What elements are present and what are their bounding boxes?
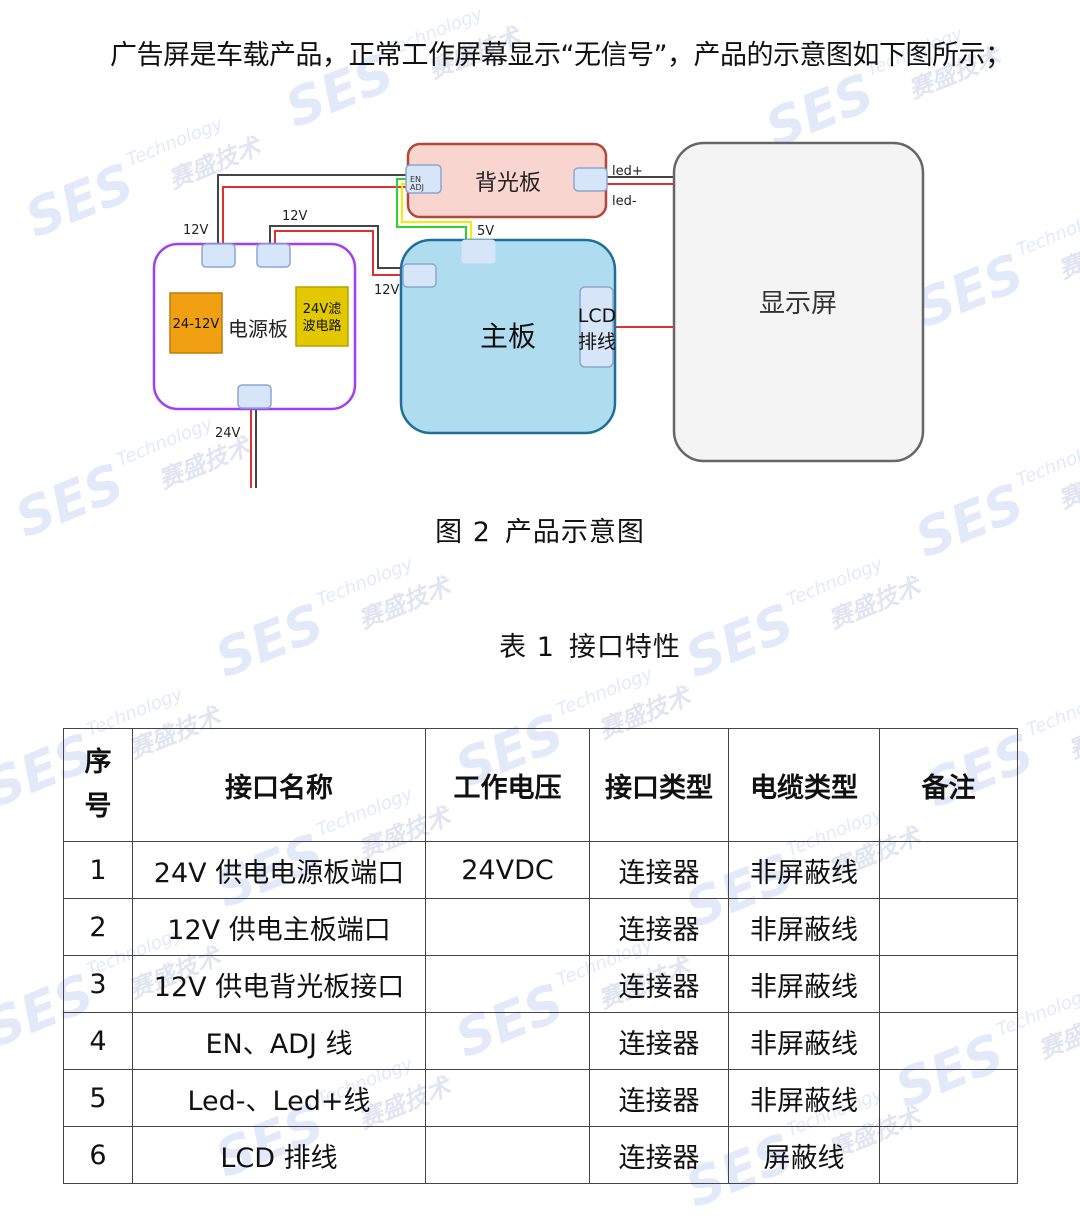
power-board-label: 电源板 [228,317,288,341]
cell-interface-type: 连接器 [589,1069,729,1127]
watermark: SESTechnology赛盛技术 [677,553,925,690]
table-row: 1 24V 供电电源板端口 24VDC 连接器 非屏蔽线 [63,841,1018,899]
cell-cable-type: 非屏蔽线 [728,898,880,956]
label-24v: 24V [215,426,241,441]
cell-remark [879,1069,1018,1127]
wire-12v-main [269,225,404,276]
table-row: 5 Led-、Led+线 连接器 非屏蔽线 [63,1069,1018,1127]
header-seq: 序号 [63,728,133,842]
table-caption-title: 接口特性 [568,632,681,663]
filter-label-2: 波电路 [302,318,341,334]
wire-12v-backlight [217,174,410,244]
cell-cable-type: 非屏蔽线 [728,1069,880,1127]
table-row: 3 12V 供电背光板接口 连接器 非屏蔽线 [63,955,1018,1013]
cell-voltage [425,955,590,1013]
main-connector-5v [461,239,496,264]
en-label: EN [410,175,421,184]
cell-voltage [425,898,590,956]
cell-seq: 2 [63,898,133,956]
figure-caption-title: 产品示意图 [504,517,645,548]
cell-cable-type: 非屏蔽线 [728,841,880,899]
cell-seq: 1 [63,841,133,899]
cell-interface-type: 连接器 [589,955,729,1013]
power-connector-main [256,243,291,268]
wire-led [606,176,674,185]
cell-remark [879,955,1018,1013]
en-adj-connector [405,164,442,194]
cell-seq: 3 [63,955,133,1013]
label-5v: 5V [477,224,494,239]
label-12v-backlight: 12V [183,223,209,238]
cell-voltage [425,1069,590,1127]
filter-label-1: 24V滤 [303,302,341,317]
cell-name: 12V 供电背光板接口 [132,955,426,1013]
display-screen: 显示屏 [672,141,925,463]
label-12v-main-side: 12V [374,283,400,298]
cell-remark [879,1012,1018,1070]
product-schematic-diagram: 背光板 EN ADJ led+ led- 24-12V 24V滤 波电路 电源板… [152,141,925,488]
led-plus-label: led+ [612,164,643,179]
cell-remark [879,841,1018,899]
cell-seq: 5 [63,1069,133,1127]
cell-seq: 6 [63,1126,133,1184]
cell-cable-type: 屏蔽线 [728,1126,880,1184]
header-remark: 备注 [879,728,1018,842]
backlight-board: 背光板 EN ADJ [405,142,608,219]
main-connector-12v [402,263,437,288]
table-row: 6 LCD 排线 连接器 屏蔽线 [63,1126,1018,1184]
cell-interface-type: 连接器 [589,841,729,899]
power-connector-input [237,384,272,409]
converter-module [169,292,223,354]
main-board-label: 主板 [480,320,536,353]
table-row: 4 EN、ADJ 线 连接器 非屏蔽线 [63,1012,1018,1070]
cell-name: LCD 排线 [132,1126,426,1184]
display-label: 显示屏 [759,289,837,319]
figure-caption-label: 图 2 [435,517,491,548]
header-interface-type: 接口类型 [589,728,729,842]
cell-interface-type: 连接器 [589,898,729,956]
power-connector-backlight [201,243,236,268]
converter-label: 24-12V [173,317,220,332]
filter-module [295,286,349,347]
cell-name: EN、ADJ 线 [132,1012,426,1070]
cell-voltage [425,1126,590,1184]
cell-interface-type: 连接器 [589,1012,729,1070]
header-voltage: 工作电压 [425,728,590,842]
header-cable-type: 电缆类型 [728,728,880,842]
interface-characteristics-table: 序号 接口名称 工作电压 接口类型 电缆类型 备注 1 24V 供电电源板端口 … [63,728,1018,1184]
table-caption: 表 1 接口特性 [0,625,1080,664]
cell-remark [879,898,1018,956]
watermark: SESTechnology赛盛技术 [207,553,455,690]
table-row: 2 12V 供电主板端口 连接器 非屏蔽线 [63,898,1018,956]
intro-paragraph: 广告屏是车载产品，正常工作屏幕显示“无信号”，产品的示意图如下图所示； [110,40,1012,71]
wire-24v-input [250,409,257,488]
cell-interface-type: 连接器 [589,1126,729,1184]
power-board: 24-12V 24V滤 波电路 电源板 [152,242,357,411]
cell-name: 12V 供电主板端口 [132,898,426,956]
cell-name: Led-、Led+线 [132,1069,426,1127]
cell-voltage: 24VDC [425,841,590,899]
cell-cable-type: 非屏蔽线 [728,1012,880,1070]
lcd-label-2: 排线 [578,331,616,353]
wire-en-adj [396,178,472,243]
table-header-row: 序号 接口名称 工作电压 接口类型 电缆类型 备注 [63,728,1018,842]
cell-remark [879,1126,1018,1184]
cell-seq: 4 [63,1012,133,1070]
led-minus-label: led- [612,194,637,209]
cell-cable-type: 非屏蔽线 [728,955,880,1013]
label-12v-main-top: 12V [282,209,308,224]
main-board: 主板 LCD 排线 [399,238,617,435]
backlight-board-label: 背光板 [475,171,541,196]
adj-label: ADJ [410,183,424,192]
header-name: 接口名称 [132,728,426,842]
lcd-connector [579,286,614,368]
cell-voltage [425,1012,590,1070]
cell-name: 24V 供电电源板端口 [132,841,426,899]
lcd-label-1: LCD [578,305,616,327]
table-caption-label: 表 1 [499,632,555,663]
led-connector [573,167,608,192]
figure-caption: 图 2 产品示意图 [0,510,1080,549]
